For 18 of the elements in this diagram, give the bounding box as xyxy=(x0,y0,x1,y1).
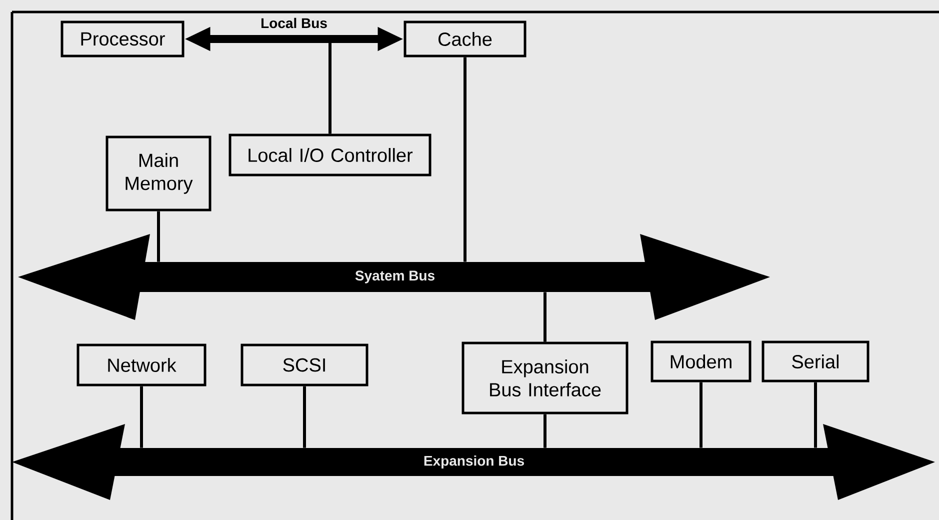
connector-line xyxy=(700,382,702,448)
component-box: Modem xyxy=(650,340,752,382)
connector-line xyxy=(157,211,160,262)
component-box: Cache xyxy=(404,20,526,58)
component-box: Main Memory xyxy=(106,136,212,212)
connector-line xyxy=(814,382,817,448)
component-box: Serial xyxy=(762,340,870,382)
connector-line xyxy=(140,386,143,448)
component-box: Local I/O Controller xyxy=(228,134,432,176)
connector-line xyxy=(303,386,306,448)
connector-line xyxy=(544,414,546,448)
component-box: Processor xyxy=(60,20,184,58)
component-box: SCSI xyxy=(240,344,368,386)
connector-line xyxy=(464,57,466,262)
edge-label: Local Bus xyxy=(262,18,327,28)
component-box: Network xyxy=(76,344,206,386)
connector-line xyxy=(544,292,546,342)
component-box: Expansion Bus Interface xyxy=(462,342,628,414)
